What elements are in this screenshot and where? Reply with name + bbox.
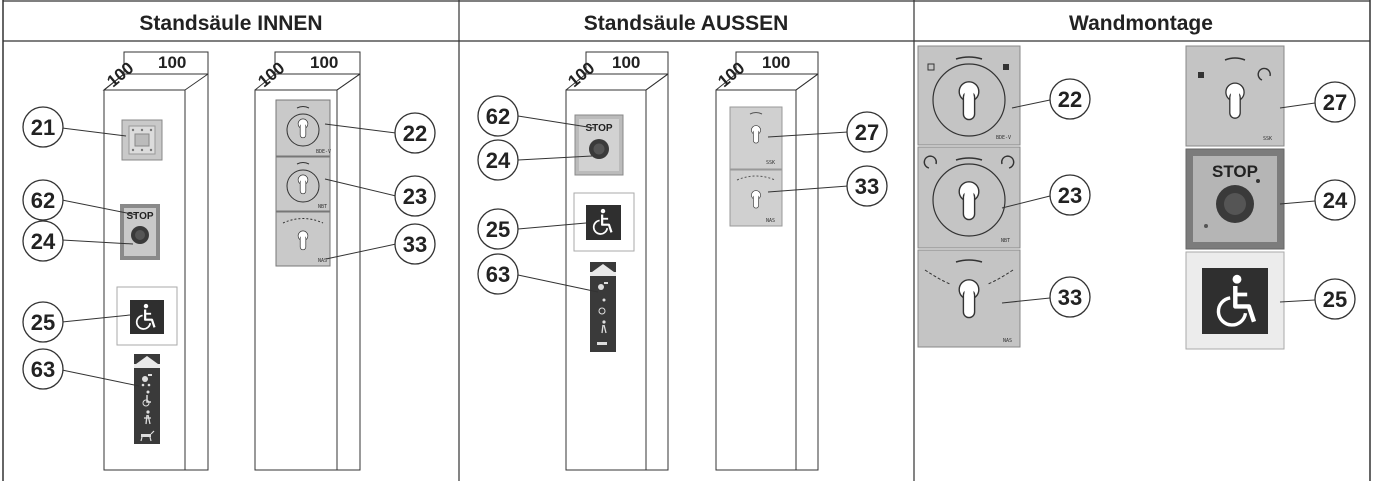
wall-plate-nas: NAS <box>917 249 1021 348</box>
key-plate-nas-a: NAS <box>275 211 331 267</box>
wall-plate-nbt: NBT <box>917 146 1021 249</box>
callout-25-wall: 25 <box>1279 278 1356 320</box>
stroller-icon <box>141 374 152 387</box>
wall-stop-button: STOP <box>1185 148 1285 250</box>
svg-text:27: 27 <box>1323 90 1347 115</box>
plate-code-nbt-wall: NBT <box>1001 238 1010 244</box>
svg-text:24: 24 <box>31 229 56 254</box>
svg-text:24: 24 <box>486 148 511 173</box>
wall-plate-bde-v: BDE-V <box>917 45 1021 146</box>
plate-code-bde-v-wall: BDE-V <box>996 135 1011 141</box>
key-plate-ssk-b: SSK <box>729 106 783 170</box>
callout-63-b: 63 <box>477 253 599 295</box>
svg-text:33: 33 <box>403 232 427 257</box>
svg-text:62: 62 <box>31 188 55 213</box>
key-plate-nbt-a: NBT <box>275 156 331 212</box>
svg-text:33: 33 <box>1058 285 1082 310</box>
svg-text:23: 23 <box>403 184 427 209</box>
plate-code-ssk-wall: SSK <box>1263 136 1272 142</box>
key-plate-bde-v-a: BDE-V <box>275 99 331 157</box>
callout-21: 21 <box>22 106 127 148</box>
dimension-depth-d: 100 <box>714 58 748 91</box>
callout-27-b: 27 <box>767 111 888 153</box>
stop-label-wall: STOP <box>1212 162 1258 181</box>
svg-text:25: 25 <box>31 310 55 335</box>
column-header-aussen: Standsäule AUSSEN <box>584 12 789 35</box>
callout-24-a: 24 <box>22 220 134 262</box>
wall-plate-ssk: SSK <box>1185 45 1285 147</box>
callout-33-b: 33 <box>767 165 888 207</box>
callout-27-wall: 27 <box>1279 81 1356 123</box>
plate-code-bde-v: BDE-V <box>316 149 331 155</box>
wheelchair-module-b <box>573 192 635 252</box>
stop-button-module-b: STOP <box>574 114 624 176</box>
callout-23-a: 23 <box>324 175 436 217</box>
callout-24-b: 24 <box>477 139 593 181</box>
svg-text:21: 21 <box>31 115 55 140</box>
callout-33-wall: 33 <box>1001 276 1091 318</box>
svg-text:25: 25 <box>486 217 510 242</box>
svg-text:62: 62 <box>486 104 510 129</box>
column-header-innen: Standsäule INNEN <box>139 12 322 35</box>
callout-62-b: 62 <box>477 95 595 137</box>
dimension-width-d: 100 <box>762 53 790 72</box>
wall-wheelchair-sign <box>1185 251 1285 350</box>
dimension-width-b: 100 <box>310 53 338 72</box>
dimension-width-c: 100 <box>612 53 640 72</box>
plate-code-nbt: NBT <box>318 204 327 210</box>
callout-63-a: 63 <box>22 348 140 390</box>
dimension-depth-c: 100 <box>564 58 598 91</box>
callout-24-wall: 24 <box>1279 179 1356 221</box>
pillar-aussen-back: 100 100 <box>714 51 819 471</box>
plate-code-nas: NAS <box>318 258 327 264</box>
svg-text:25: 25 <box>1323 287 1347 312</box>
callout-23-wall: 23 <box>1001 174 1091 216</box>
direction-strip-a <box>134 354 160 444</box>
dimension-width: 100 <box>158 53 186 72</box>
svg-text:63: 63 <box>31 357 55 382</box>
svg-text:23: 23 <box>1058 183 1082 208</box>
svg-text:24: 24 <box>1323 188 1348 213</box>
dog-icon <box>140 430 155 442</box>
svg-text:22: 22 <box>403 121 427 146</box>
svg-text:27: 27 <box>855 120 879 145</box>
column-header-wandmontage: Wandmontage <box>1069 12 1213 35</box>
callout-25-a: 25 <box>22 301 131 343</box>
key-plate-nas-b: NAS <box>729 169 783 227</box>
arrow-up-icon <box>136 356 158 364</box>
keypad-module-21 <box>121 119 163 161</box>
callout-22-wall: 22 <box>1011 78 1091 120</box>
stop-label-b: STOP <box>585 123 612 134</box>
plate-code-ssk-b: SSK <box>766 160 775 166</box>
stop-label: STOP <box>126 211 153 222</box>
pedestrian-icon <box>144 410 151 425</box>
svg-text:33: 33 <box>855 174 879 199</box>
svg-text:63: 63 <box>486 262 510 287</box>
plate-code-nas-wall: NAS <box>1003 338 1012 344</box>
callout-25-b: 25 <box>477 208 587 250</box>
svg-text:22: 22 <box>1058 87 1082 112</box>
plate-code-nas-b: NAS <box>766 218 775 224</box>
callout-22-a: 22 <box>324 112 436 154</box>
wheelchair-module-a <box>116 286 178 346</box>
callout-62-a: 62 <box>22 179 138 221</box>
callout-33-a: 33 <box>325 223 436 265</box>
direction-strip-b <box>590 262 616 352</box>
